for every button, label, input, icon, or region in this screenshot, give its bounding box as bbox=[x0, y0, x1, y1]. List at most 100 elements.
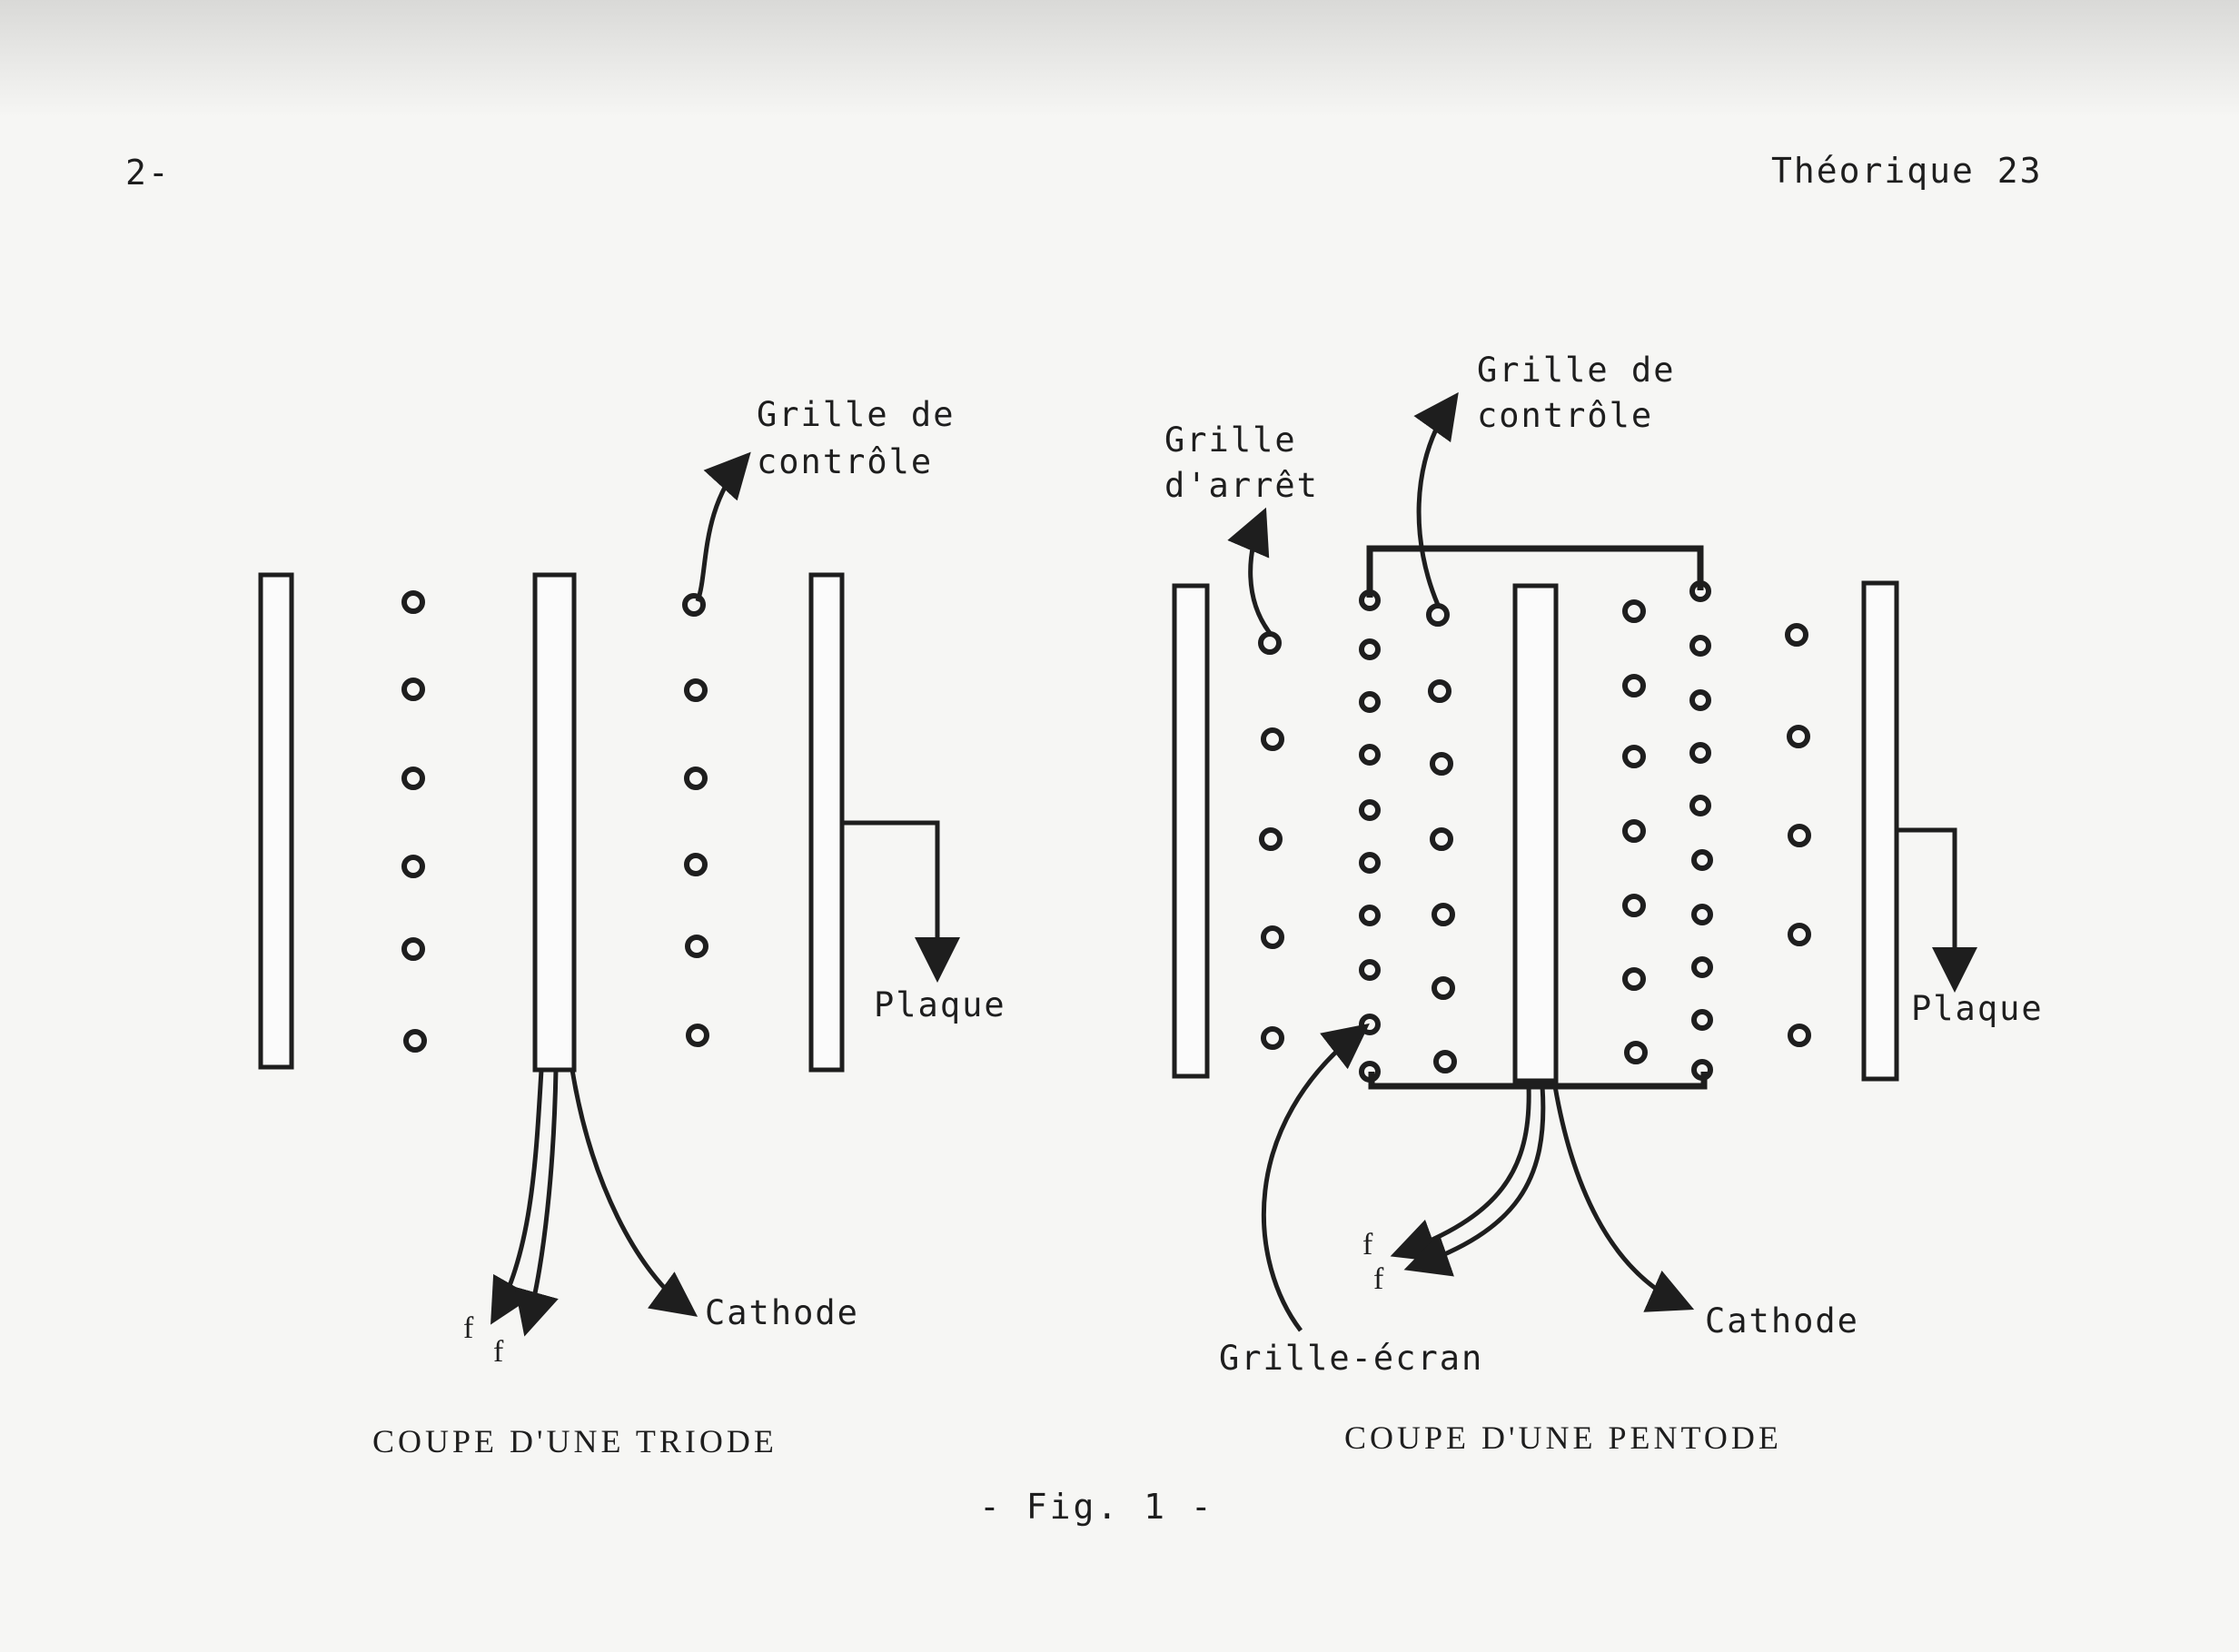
grid-wire bbox=[684, 767, 708, 790]
triode-caption: COUPE D'UNE TRIODE bbox=[372, 1423, 778, 1459]
pentode-left-plate bbox=[1172, 583, 1210, 1079]
grid-wire bbox=[1430, 752, 1453, 776]
pentode-screen-grid-arrow bbox=[1261, 1023, 1370, 1332]
pentode-caption: COUPE D'UNE PENTODE bbox=[1344, 1420, 1782, 1456]
grid-wire bbox=[1689, 795, 1711, 816]
pentode-suppressor-grid-arrow bbox=[1227, 507, 1272, 635]
grid-wire bbox=[1261, 1026, 1284, 1050]
grid-wire bbox=[1691, 1009, 1713, 1031]
grid-wire bbox=[1787, 725, 1810, 748]
triode-diagram bbox=[258, 451, 960, 1337]
triode-grid-right bbox=[682, 593, 709, 1047]
grid-wire bbox=[1689, 580, 1711, 602]
grid-wire bbox=[1788, 824, 1811, 847]
grid-wire bbox=[1432, 976, 1455, 1000]
grid-wire bbox=[1691, 849, 1713, 871]
figure-label: - Fig. 1 - bbox=[979, 1487, 1214, 1527]
triode-control-grid-arrow bbox=[695, 451, 751, 602]
grid-wire bbox=[1624, 1041, 1648, 1064]
grid-wire bbox=[1622, 674, 1646, 697]
grid-wire bbox=[1622, 967, 1646, 991]
grid-wire bbox=[1359, 589, 1381, 611]
pentode-suppressor-grid-label-1: Grille bbox=[1164, 420, 1297, 460]
page-number: 2- bbox=[125, 153, 171, 193]
grid-wire bbox=[1622, 599, 1646, 623]
grid-wire bbox=[1689, 689, 1711, 711]
grid-wire bbox=[1622, 745, 1646, 768]
pentode-filament-lead-1 bbox=[1390, 1085, 1531, 1262]
pentode-screen-grid-label: Grille-écran bbox=[1219, 1339, 1484, 1378]
grid-wire bbox=[1359, 638, 1381, 660]
triode-left-plate bbox=[258, 572, 294, 1070]
grid-wire bbox=[403, 1029, 427, 1053]
pentode-screen-grid-right bbox=[1689, 580, 1713, 1081]
grid-wire bbox=[1359, 691, 1381, 713]
grid-wire bbox=[685, 935, 708, 958]
pentode-suppressor-grid-label-2: d'arrêt bbox=[1164, 466, 1319, 505]
pentode-cathode bbox=[1512, 583, 1559, 1083]
grid-wire bbox=[1788, 923, 1811, 946]
grid-wire bbox=[401, 767, 425, 790]
pentode-cathode-label: Cathode bbox=[1705, 1301, 1859, 1340]
grid-wire bbox=[684, 853, 708, 876]
triode-filament-lead-1 bbox=[490, 1069, 544, 1325]
pentode-filament-lead-2 bbox=[1403, 1085, 1546, 1277]
grid-wire bbox=[1622, 819, 1646, 843]
grid-wire bbox=[1433, 1050, 1457, 1073]
pentode-diagram bbox=[1172, 391, 1977, 1332]
triode-plate-label: Plaque bbox=[874, 985, 1006, 1024]
triode-cathode-lead bbox=[570, 1069, 698, 1317]
grid-wire bbox=[1622, 894, 1646, 917]
pentode-plate-lead bbox=[1897, 827, 1977, 993]
grid-wire bbox=[1691, 904, 1713, 925]
grid-wire bbox=[1785, 623, 1808, 647]
grid-wire bbox=[686, 1024, 709, 1047]
grid-wire bbox=[1258, 631, 1282, 655]
pentode-filament-label-1: f bbox=[1362, 1228, 1373, 1261]
triode-control-grid-label-2: contrôle bbox=[757, 442, 934, 481]
pentode-control-grid-label-1: Grille de bbox=[1477, 351, 1676, 390]
grid-wire bbox=[1689, 742, 1711, 764]
grid-wire bbox=[684, 678, 708, 702]
grid-wire bbox=[1689, 635, 1711, 657]
triode-plate-lead bbox=[842, 820, 960, 983]
triode-cathode-label: Cathode bbox=[705, 1293, 859, 1332]
grid-wire bbox=[1261, 925, 1284, 949]
grid-wire bbox=[1359, 799, 1381, 821]
pentode-cathode-lead bbox=[1552, 1085, 1695, 1312]
pentode-suppressor-grid-right bbox=[1785, 623, 1811, 1047]
triode-filament-label-1: f bbox=[463, 1311, 474, 1345]
grid-wire bbox=[1788, 1024, 1811, 1047]
screen-grid-top-bar bbox=[1366, 545, 1704, 598]
grid-wire bbox=[1359, 959, 1381, 981]
triode-grid-left bbox=[401, 590, 427, 1053]
grid-wire bbox=[1691, 956, 1713, 978]
pentode-control-grid-label-2: contrôle bbox=[1477, 396, 1654, 435]
grid-wire bbox=[1691, 1059, 1713, 1081]
triode-filament-lead-2 bbox=[514, 1069, 559, 1337]
grid-wire bbox=[1359, 852, 1381, 874]
pentode-control-grid-right bbox=[1622, 599, 1648, 1064]
grid-wire bbox=[1432, 903, 1455, 926]
triode-right-plate bbox=[808, 572, 845, 1073]
triode-control-grid-label-1: Grille de bbox=[757, 395, 956, 434]
pentode-plate-label: Plaque bbox=[1911, 989, 2044, 1028]
grid-wire bbox=[401, 937, 425, 961]
pentode-suppressor-grid-left bbox=[1258, 631, 1284, 1050]
grid-wire bbox=[1359, 905, 1381, 926]
grid-wire bbox=[1359, 1061, 1381, 1083]
triode-filament-label-2: f bbox=[493, 1335, 504, 1369]
pentode-right-plate bbox=[1861, 580, 1899, 1082]
pentode-control-grid-left bbox=[1426, 603, 1457, 1073]
section-title: Théorique 23 bbox=[1771, 151, 2043, 191]
grid-wire bbox=[401, 678, 425, 701]
grid-wire bbox=[1261, 727, 1284, 751]
grid-wire bbox=[1428, 679, 1451, 703]
triode-cathode bbox=[532, 572, 577, 1073]
pentode-filament-label-2: f bbox=[1373, 1262, 1384, 1296]
pentode-screen-grid-left bbox=[1359, 589, 1381, 1083]
grid-wire bbox=[1359, 1014, 1381, 1035]
grid-wire bbox=[401, 855, 425, 878]
grid-wire bbox=[1259, 827, 1283, 851]
